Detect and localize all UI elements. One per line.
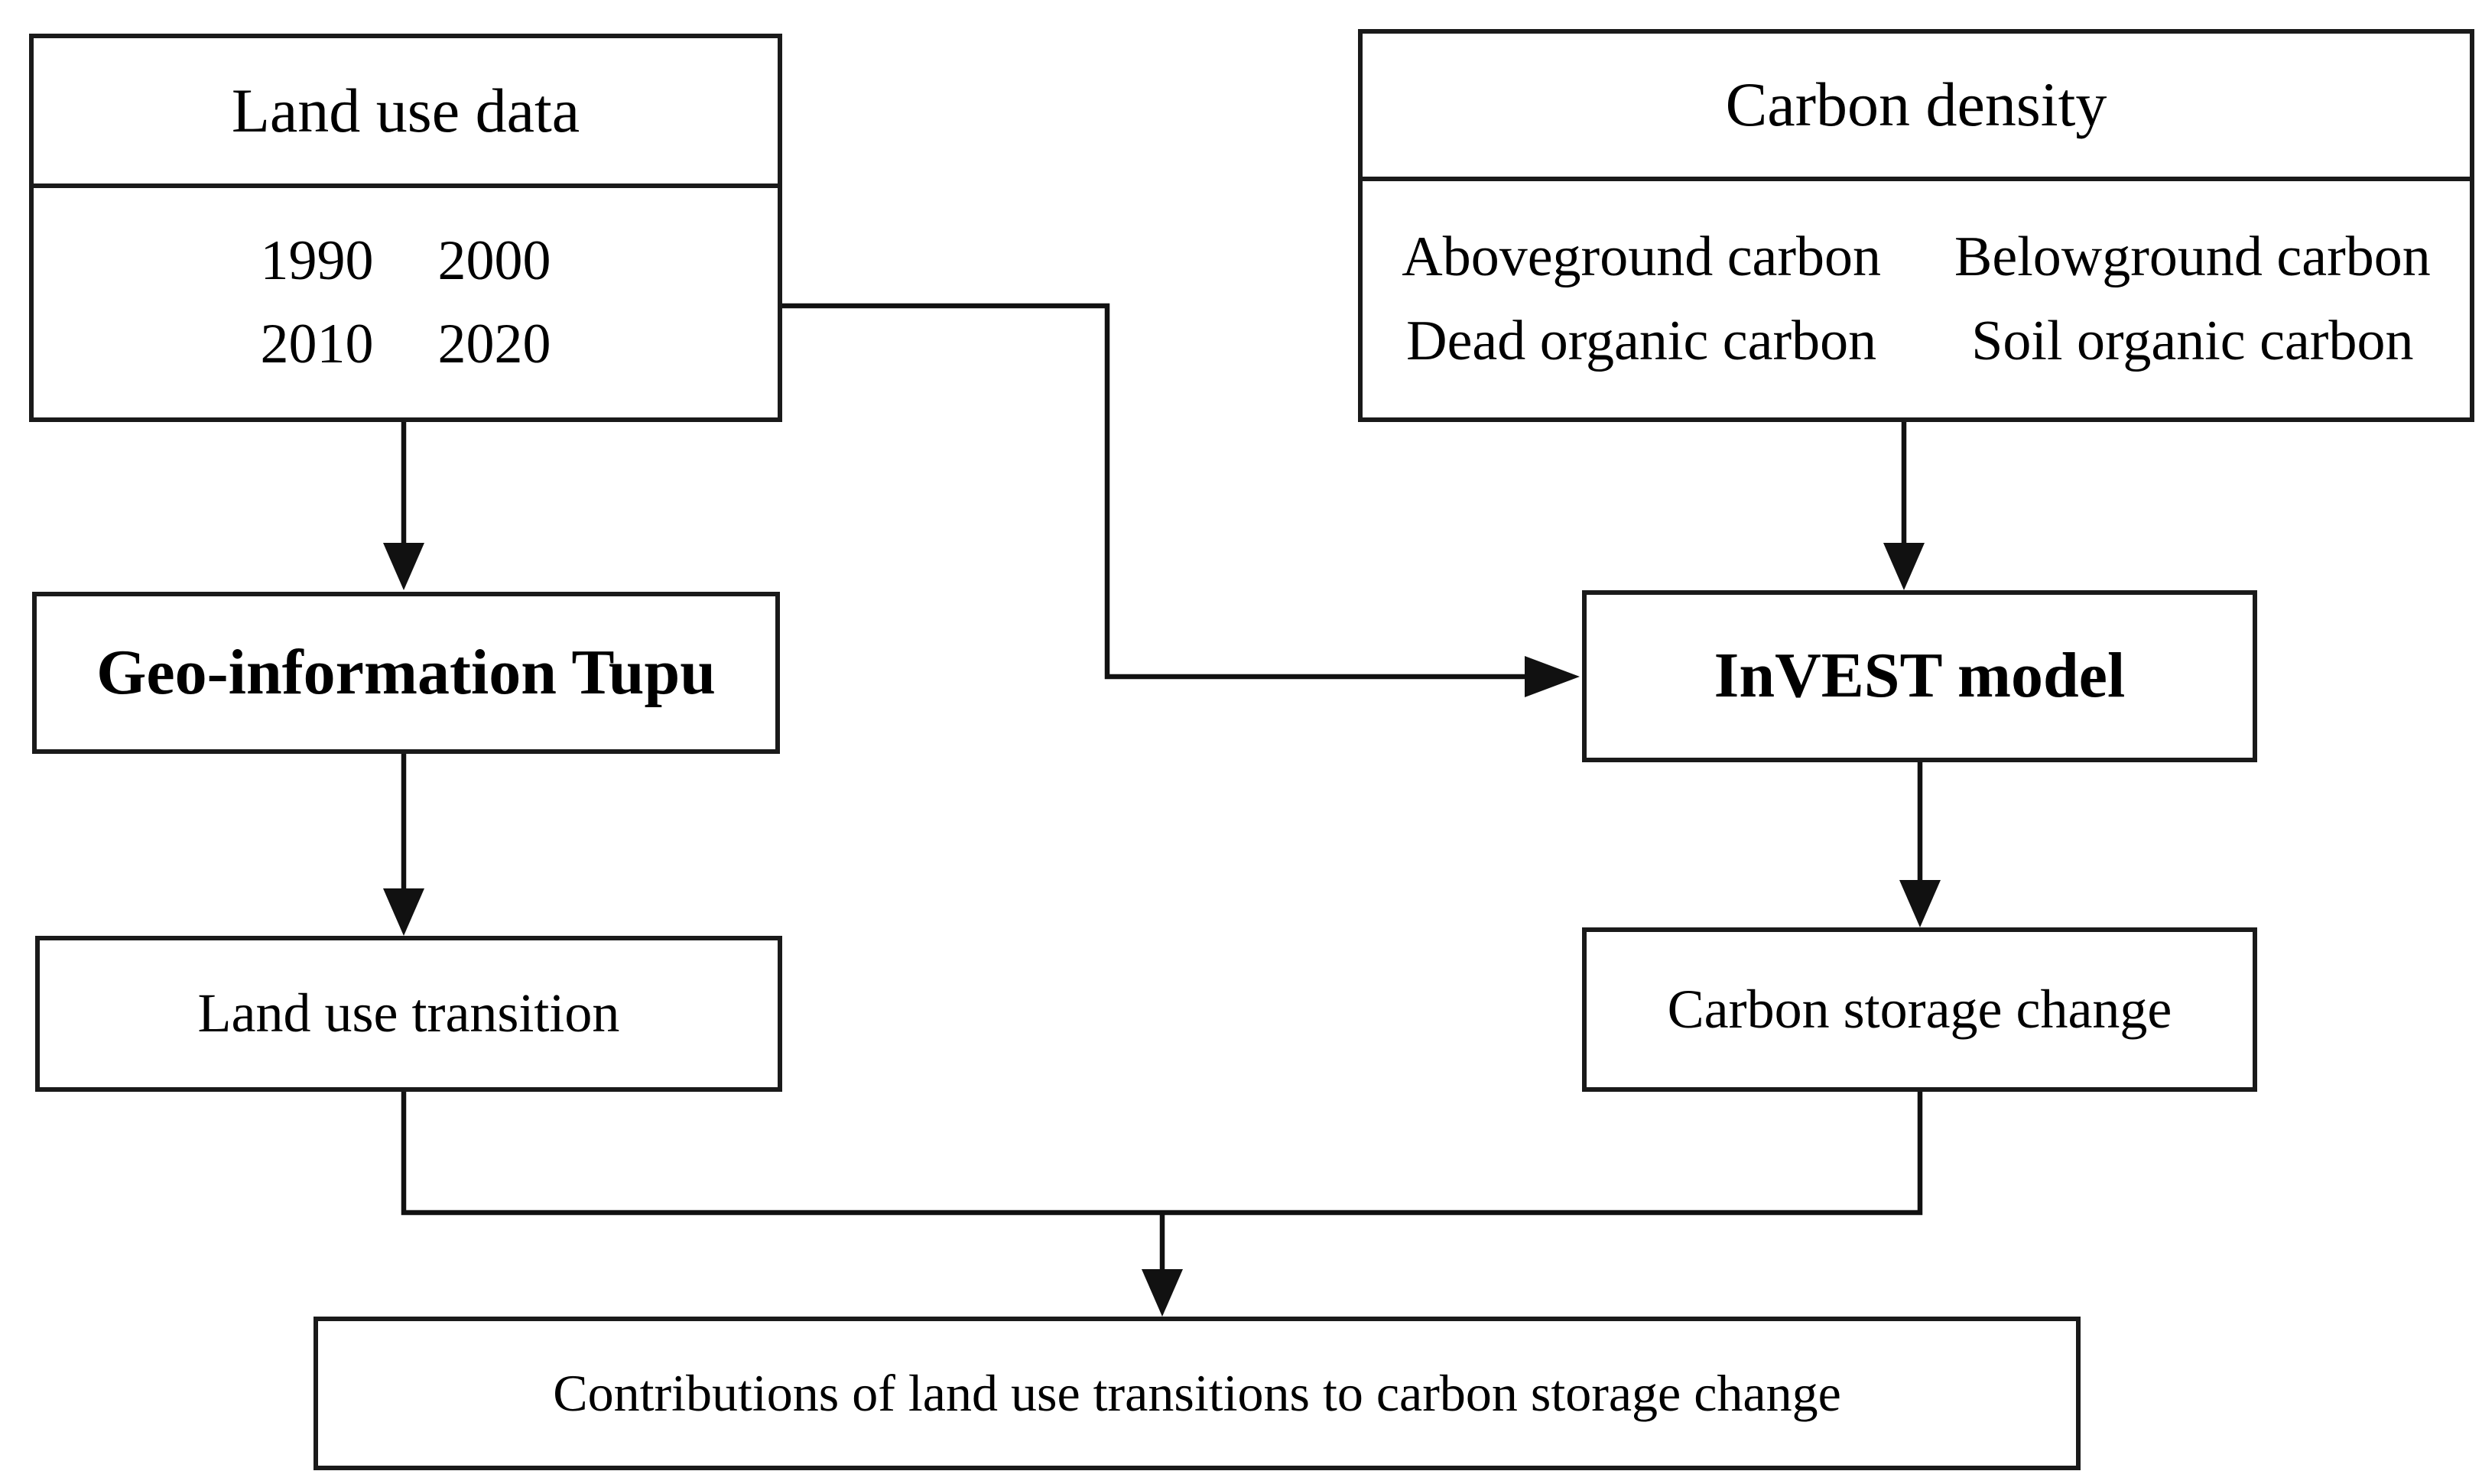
land-use-transition-label: Land use transition <box>197 982 620 1044</box>
year-value: 1990 <box>260 229 374 292</box>
land-use-data-body: 1990 2000 2010 2020 <box>34 188 778 417</box>
invest-model-label: InVEST model <box>1714 640 2126 712</box>
carbon-pool-item: Dead organic carbon <box>1406 309 1877 372</box>
contributions-label: Contributions of land use transitions to… <box>553 1364 1841 1423</box>
arrow-invest-to-storagechange-head <box>1899 880 1941 927</box>
carbon-density-title: Carbon density <box>1363 34 2470 181</box>
carbon-pools-grid: Aboveground carbon Belowground carbon De… <box>1402 225 2430 373</box>
carbon-storage-change-box: Carbon storage change <box>1582 927 2257 1092</box>
land-use-transition-box: Land use transition <box>35 936 782 1092</box>
carbon-pool-item: Aboveground carbon <box>1402 226 1882 289</box>
carbon-density-body: Aboveground carbon Belowground carbon De… <box>1363 181 2470 417</box>
geo-information-tupu-box: Geo-information Tupu <box>32 592 780 754</box>
year-value: 2020 <box>437 313 551 375</box>
carbon-density-box: Carbon density Aboveground carbon Belowg… <box>1358 29 2474 422</box>
contributions-box: Contributions of land use transitions to… <box>313 1317 2081 1470</box>
merge-connector-line <box>401 1090 1923 1216</box>
arrow-landusedata-to-invest-line <box>780 303 1526 680</box>
geo-information-tupu-label: Geo-information Tupu <box>96 636 716 708</box>
carbon-pool-item: Soil organic carbon <box>1971 309 2414 372</box>
arrow-landusedata-to-tupu-head <box>383 543 424 590</box>
arrow-landusedata-to-invest-head <box>1525 656 1580 697</box>
carbon-storage-change-label: Carbon storage change <box>1667 978 2172 1040</box>
arrow-merge-to-contributions-head <box>1142 1269 1183 1317</box>
carbon-pool-item: Belowground carbon <box>1954 226 2431 289</box>
land-use-data-box: Land use data 1990 2000 2010 2020 <box>29 34 782 422</box>
land-use-years-grid: 1990 2000 2010 2020 <box>260 229 551 376</box>
year-value: 2000 <box>437 229 551 292</box>
arrow-tupu-to-transition-head <box>383 888 424 936</box>
year-value: 2010 <box>260 313 374 375</box>
arrow-carbondensity-to-invest-head <box>1883 543 1925 590</box>
land-use-data-title: Land use data <box>34 38 778 188</box>
invest-model-box: InVEST model <box>1582 590 2257 762</box>
